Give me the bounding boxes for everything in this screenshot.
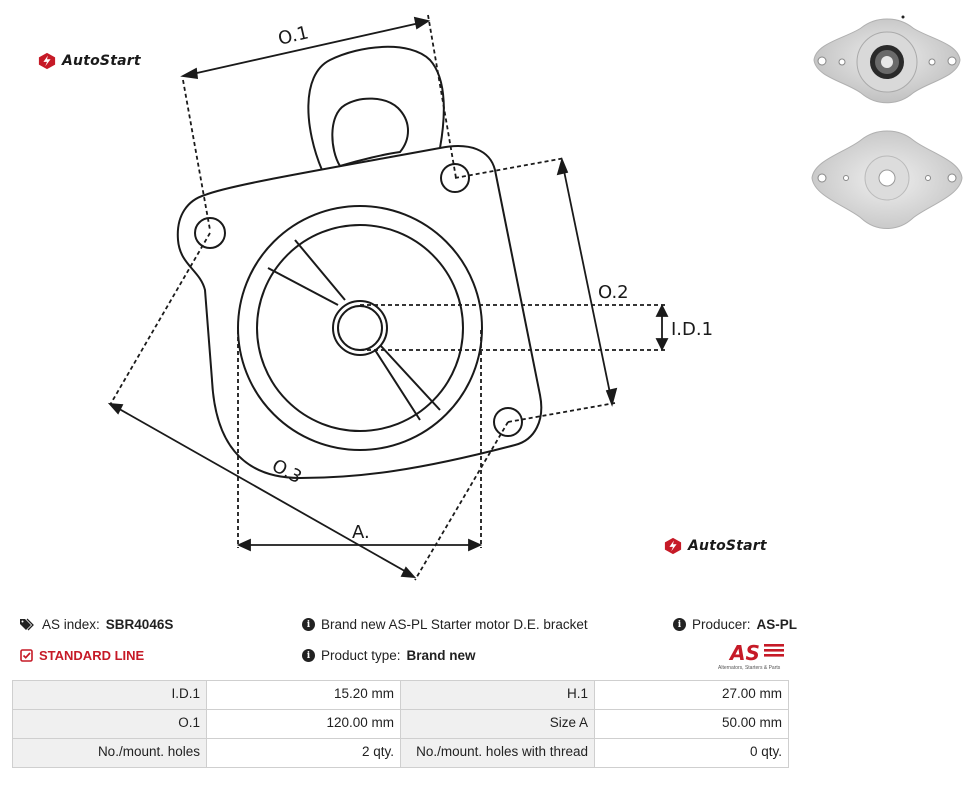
as-index: AS index: SBR4046S (20, 617, 173, 632)
spec-value: 0 qty. (594, 738, 789, 768)
technical-drawing: O.1 O.2 O.3 I.D.1 A. (107, 14, 713, 581)
standard-line-label: STANDARD LINE (39, 648, 145, 663)
label-o2: O.2 (598, 282, 629, 303)
mount-hole-bottom-right (493, 407, 523, 437)
check-square-icon (20, 649, 33, 662)
autostart-logo-icon (664, 537, 682, 555)
spec-key: O.1 (12, 709, 207, 739)
svg-text:AS: AS (728, 641, 760, 665)
bore-inner (337, 305, 383, 351)
label-a: A. (352, 522, 370, 543)
mount-hole-top-right (440, 163, 470, 193)
info-icon: i (302, 618, 315, 631)
label-o1: O.1 (276, 22, 311, 49)
brand-logo-text: AutoStart (688, 538, 767, 554)
product-photo-front[interactable] (806, 8, 968, 118)
producer-value: AS-PL (756, 617, 798, 632)
spec-value: 2 qty. (206, 738, 401, 768)
product-type-value: Brand new (406, 648, 476, 663)
brand-logo-bottom: AutoStart (664, 537, 767, 555)
as-index-label: AS index: (42, 617, 100, 632)
bore (332, 300, 388, 356)
brand-logo-top: AutoStart (38, 52, 141, 70)
info-icon: i (302, 649, 315, 662)
autostart-logo-icon (38, 52, 56, 70)
description: i Brand new AS-PL Starter motor D.E. bra… (302, 617, 588, 632)
product-type: i Product type: Brand new (302, 648, 476, 663)
brand-logo-text: AutoStart (62, 53, 141, 69)
producer: i Producer: AS-PL (673, 617, 797, 632)
svg-text:Alternators, Starters & Parts: Alternators, Starters & Parts (718, 665, 781, 671)
table-row: I.D.1 15.20 mm H.1 27.00 mm (12, 680, 789, 710)
as-pl-logo: AS Alternators, Starters & Parts (718, 641, 784, 671)
spec-key: I.D.1 (12, 680, 207, 710)
description-text: Brand new AS-PL Starter motor D.E. brack… (321, 617, 588, 632)
label-id1: I.D.1 (671, 319, 713, 340)
spec-key: Size A (400, 709, 595, 739)
bracket-outline (176, 145, 543, 480)
producer-label: Producer: (692, 617, 751, 632)
table-row: No./mount. holes 2 qty. No./mount. holes… (12, 738, 789, 768)
spec-key: H.1 (400, 680, 595, 710)
spec-value: 27.00 mm (594, 680, 789, 710)
spec-value: 15.20 mm (206, 680, 401, 710)
as-index-value: SBR4046S (105, 617, 174, 632)
label-o3: O.3 (268, 455, 305, 488)
outer-ring (237, 205, 483, 451)
mount-hole-left (194, 217, 226, 249)
spec-value: 120.00 mm (206, 709, 401, 739)
spec-value: 50.00 mm (594, 709, 789, 739)
bracket-loop (307, 45, 445, 171)
product-type-label: Product type: (321, 648, 401, 663)
bracket-loop-inner (331, 97, 409, 168)
spec-key: No./mount. holes (12, 738, 207, 768)
specs-table: I.D.1 15.20 mm H.1 27.00 mm O.1 120.00 m… (12, 680, 789, 768)
info-icon: i (673, 618, 686, 631)
standard-line: STANDARD LINE (20, 648, 144, 663)
table-row: O.1 120.00 mm Size A 50.00 mm (12, 709, 789, 739)
inner-ring (256, 224, 464, 432)
product-photo-back[interactable] (806, 122, 968, 238)
spec-key: No./mount. holes with thread (400, 738, 595, 768)
tags-icon (20, 618, 36, 631)
